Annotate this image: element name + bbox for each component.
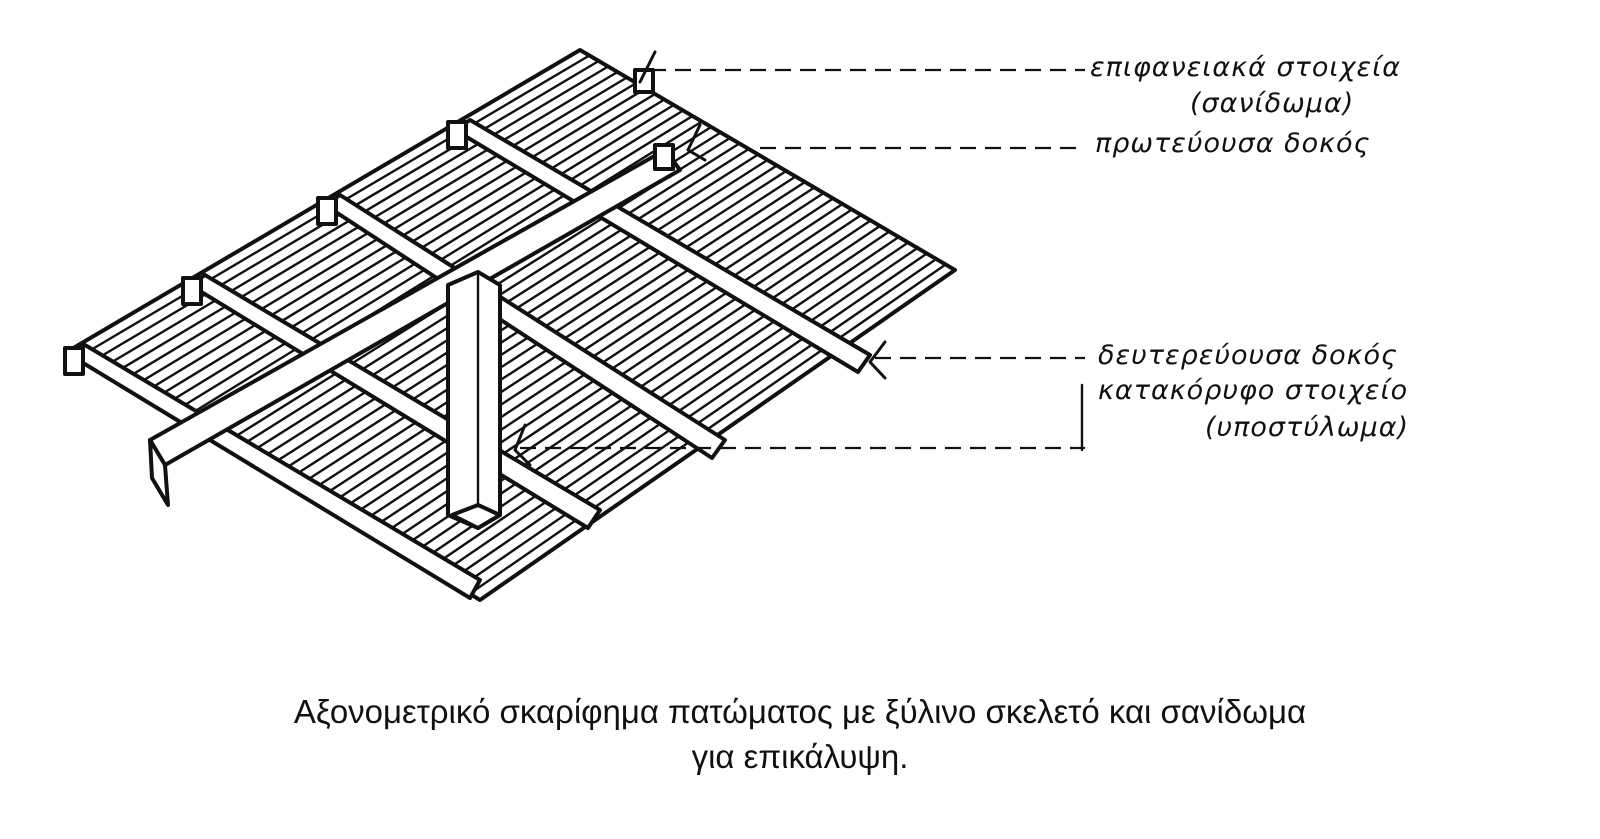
- leader-lines: [513, 50, 1085, 467]
- primary-beam: [148, 148, 682, 507]
- label-surface-elements-sub: (σανίδωμα): [1190, 88, 1355, 119]
- label-primary-beam: πρωτεύουσα δοκός: [1095, 128, 1371, 159]
- caption-line-2: για επικάλυψη.: [691, 738, 909, 775]
- caption-line-1: Αξονομετρικό σκαρίφημα πατώματος με ξύλι…: [293, 693, 1307, 730]
- label-surface-elements: επιφανειακά στοιχεία: [1090, 52, 1402, 83]
- column: [446, 270, 502, 530]
- label-vertical-element: κατακόρυφο στοιχείο: [1098, 375, 1409, 406]
- label-vertical-element-sub: (υποστύλωμα): [1205, 412, 1410, 443]
- label-secondary-beam: δευτερεύουσα δοκός: [1098, 340, 1398, 371]
- beam-end-blocks: [63, 68, 675, 376]
